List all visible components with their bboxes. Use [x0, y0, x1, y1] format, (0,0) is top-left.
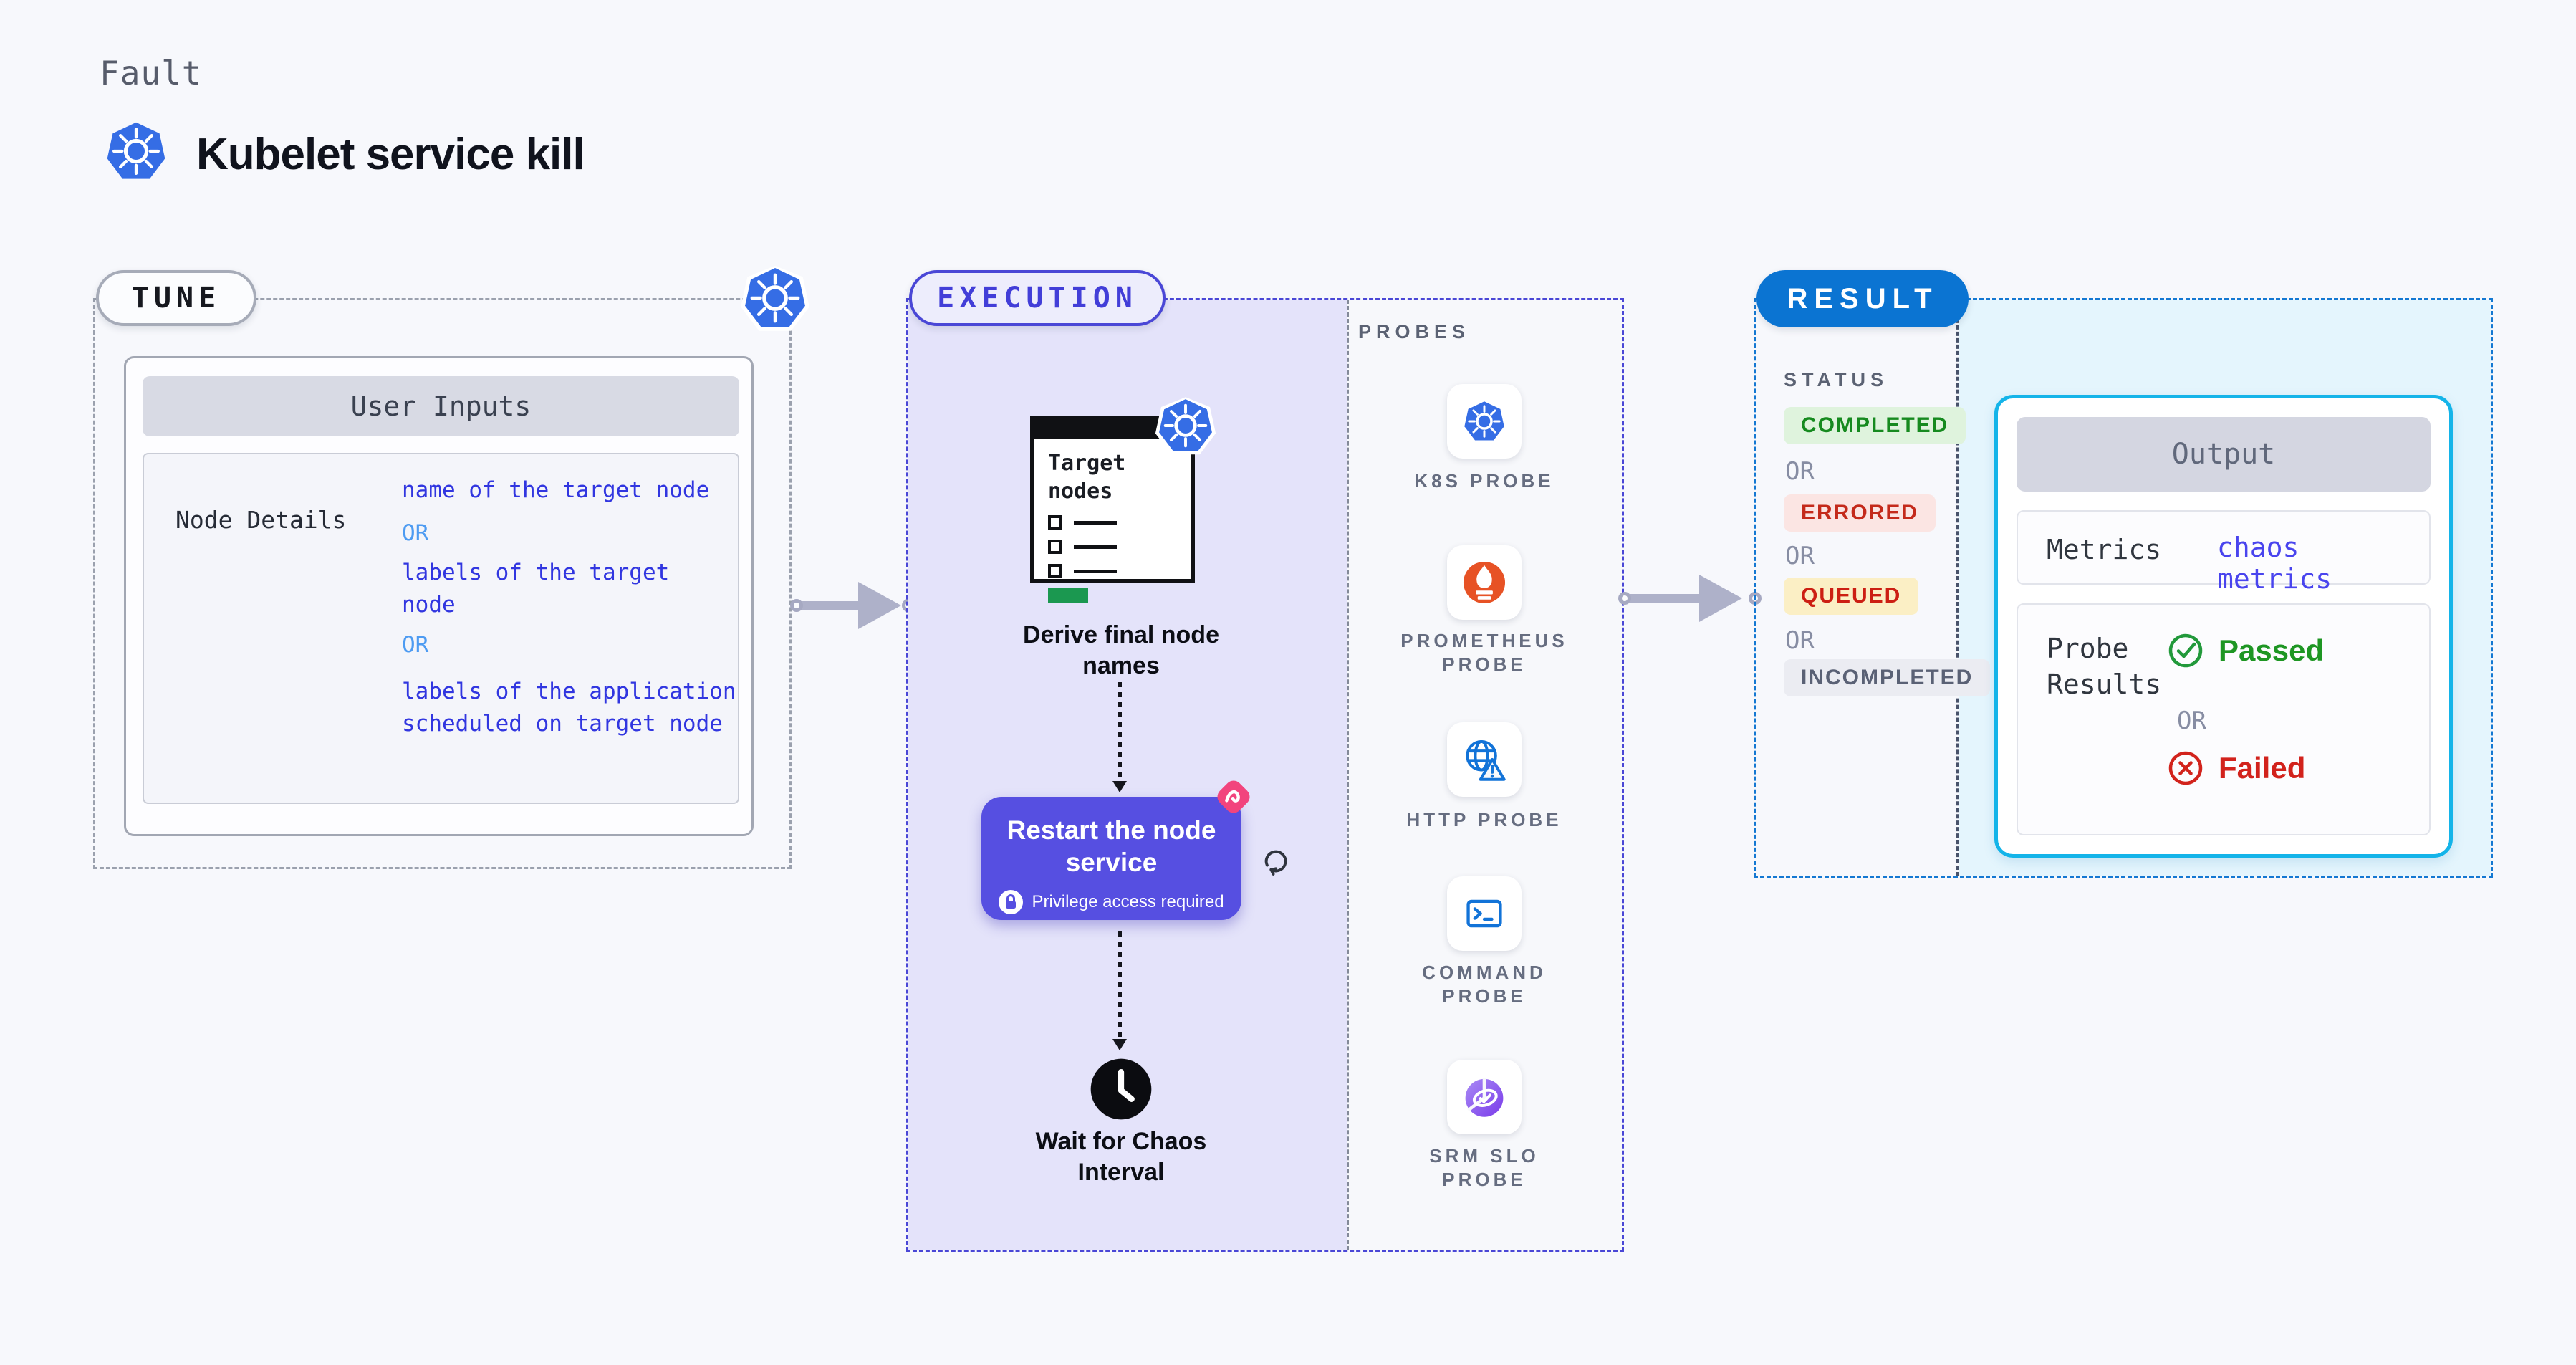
- node-list-item: [1048, 515, 1191, 530]
- node-list-item: [1048, 540, 1191, 554]
- probe-card-prometheus: [1447, 545, 1522, 620]
- arrow-down-icon: [1112, 1039, 1127, 1058]
- metrics-row: Metrics chaos metrics: [2017, 510, 2431, 595]
- status-badge-queued: QUEUED: [1784, 578, 1919, 615]
- fault-kicker: Fault: [100, 54, 203, 92]
- checkbox-icon: [1048, 564, 1062, 578]
- green-button-shape: [1048, 588, 1088, 603]
- prometheus-icon: [1463, 561, 1506, 604]
- slo-pie-check-icon: [1465, 1078, 1504, 1117]
- result-inner-divider: [1956, 300, 1959, 876]
- tune-section: TUNE User Inputs Node Details name of th…: [93, 265, 809, 869]
- arrow-down-icon: [1112, 781, 1127, 800]
- node-details-label: Node Details: [176, 506, 347, 534]
- output-box: Output Metrics chaos metrics Probe Resul…: [1994, 395, 2453, 858]
- checkbox-icon: [1048, 515, 1062, 530]
- probe-label: HTTP PROBE: [1406, 809, 1562, 830]
- derive-step-label: Derive final node names: [1023, 621, 1219, 679]
- kubernetes-icon: [1155, 397, 1216, 455]
- or-separator: OR: [1785, 457, 1815, 486]
- probe-card-k8s: [1447, 384, 1522, 459]
- node-details-value: labels of the application scheduled on t…: [402, 679, 736, 737]
- kubernetes-icon: [741, 265, 809, 331]
- probe-results-label: Probe Results: [2047, 633, 2162, 700]
- passed-label: Passed: [2219, 633, 2325, 667]
- status-badge-completed: COMPLETED: [1784, 407, 1966, 444]
- probe-label: K8S PROBE: [1414, 470, 1554, 492]
- restart-step-title: Restart the node service: [1006, 815, 1216, 877]
- or-separator: OR: [402, 632, 429, 658]
- globe-warning-icon: [1466, 739, 1506, 781]
- execution-pill: EXECUTION: [909, 270, 1166, 326]
- result-section: RESULT STATUS COMPLETED OR ERRORED OR QU…: [1754, 270, 2493, 878]
- or-separator: OR: [1785, 542, 1815, 570]
- probe-card-command: [1447, 876, 1522, 951]
- chaos-pink-badge-icon: [1217, 780, 1250, 813]
- status-title: STATUS: [1784, 369, 1888, 391]
- metrics-value: chaos metrics: [2217, 532, 2332, 595]
- output-title: Output: [2017, 417, 2431, 492]
- checkbox-icon: [1048, 540, 1062, 554]
- wait-step-label: Wait for Chaos Interval: [1035, 1128, 1207, 1186]
- or-separator: OR: [402, 520, 429, 546]
- kubernetes-icon: [107, 122, 165, 179]
- retry-loop-icon: [1264, 850, 1287, 876]
- status-badge-incompleted: INCOMPLETED: [1784, 659, 1991, 696]
- or-separator: OR: [2177, 707, 2206, 735]
- target-nodes-title: Target nodes: [1048, 451, 1126, 504]
- lock-icon: [999, 890, 1024, 914]
- tune-pill: TUNE: [96, 270, 256, 326]
- node-list-item: [1048, 564, 1191, 578]
- probe-label: PROMETHEUS PROBE: [1400, 630, 1568, 675]
- probe-label: COMMAND PROBE: [1422, 962, 1547, 1007]
- privilege-badge-text: Privilege access required: [1032, 892, 1224, 911]
- kubernetes-icon: [1464, 401, 1504, 441]
- connector-dot: [1618, 592, 1631, 605]
- tune-dashed-frame: [93, 298, 792, 869]
- flow-connector: [1118, 931, 1122, 1040]
- probes-title: PROBES: [1358, 321, 1471, 343]
- or-separator: OR: [1785, 626, 1815, 655]
- failed-label: Failed: [2219, 751, 2306, 785]
- probe-results-row: Probe Results Passed OR Failed: [2017, 603, 2431, 835]
- probe-card-srm-slo: [1447, 1060, 1522, 1134]
- node-details-value: labels of the target node: [402, 560, 670, 618]
- restart-node-service-step: Restart the node service Privilege acces…: [981, 797, 1241, 920]
- result-pill: RESULT: [1756, 270, 1969, 327]
- check-circle-icon: [2168, 633, 2203, 668]
- x-circle-icon: [2168, 751, 2203, 785]
- user-inputs-card: User Inputs Node Details name of the tar…: [124, 356, 754, 836]
- node-details-value: name of the target node: [402, 477, 710, 503]
- flow-connector: [1118, 682, 1122, 782]
- user-inputs-content: Node Details name of the target node OR …: [143, 453, 739, 804]
- connector-dot: [790, 599, 803, 612]
- probe-label: SRM SLO PROBE: [1429, 1145, 1539, 1190]
- user-inputs-title: User Inputs: [143, 376, 739, 436]
- page-title: Kubelet service kill: [196, 130, 585, 179]
- metrics-label: Metrics: [2047, 534, 2162, 565]
- terminal-icon: [1466, 899, 1502, 928]
- status-badge-errored: ERRORED: [1784, 494, 1936, 532]
- clock-icon: [1090, 1058, 1152, 1120]
- probe-card-http: [1447, 722, 1522, 797]
- execution-section: EXECUTION Target nodes Derive final node…: [906, 270, 1624, 1252]
